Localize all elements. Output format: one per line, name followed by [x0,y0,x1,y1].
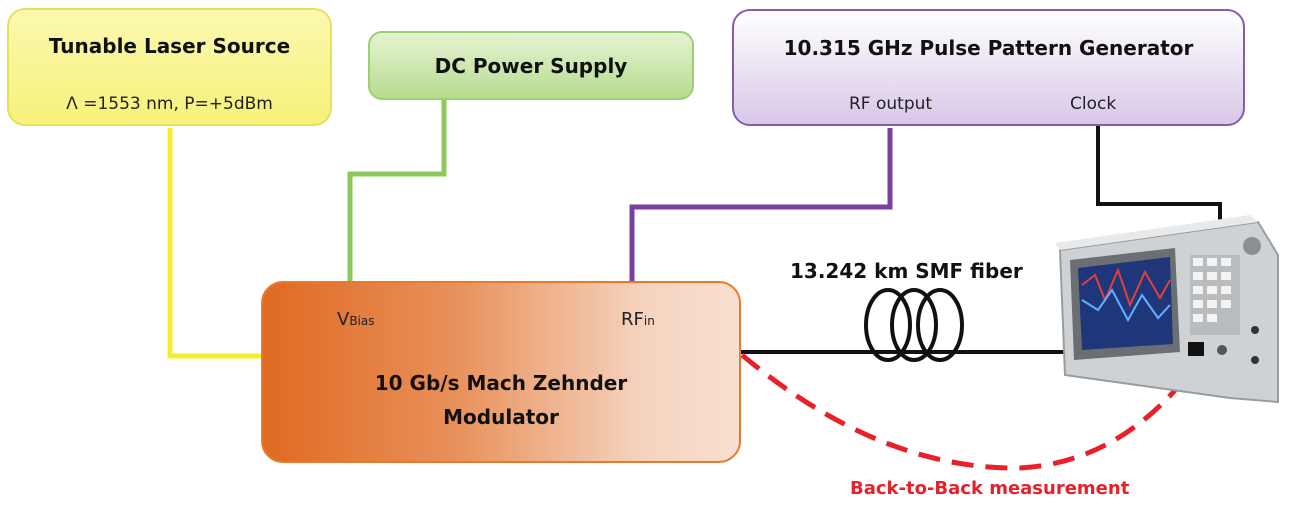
rfin-main: RF [621,309,644,330]
rf-output-label: RF output [849,94,933,114]
fiber-label: 13.242 km SMF fiber [790,259,1023,283]
rfin-label: RFin [621,309,655,330]
back-to-back-label: Back-to-Back measurement [850,478,1130,499]
vbias-label: VBias [337,309,375,330]
laser-params: Λ =1553 nm, P=+5dBm [66,94,273,114]
fiber-coil-icon [864,288,964,362]
dc-power-supply-box: DC Power Supply [368,31,694,100]
tunable-laser-source-box: Tunable Laser Source Λ =1553 nm, P=+5dBm [7,8,332,126]
dc-title: DC Power Supply [434,54,628,78]
modulator-title-line1: 10 Gb/s Mach Zehnder [374,371,628,395]
dc-to-vbias-wire [347,100,447,282]
oscilloscope-icon [1055,215,1279,404]
clock-label: Clock [1070,94,1117,114]
mach-zehnder-modulator-box: VBias RFin 10 Gb/s Mach Zehnder Modulato… [261,281,741,463]
pulse-pattern-generator-box: 10.315 GHz Pulse Pattern Generator RF ou… [732,9,1245,126]
laser-to-modulator-wire [167,128,262,359]
modulator-title-line2: Modulator [443,405,559,429]
back-to-back-path [740,350,1208,471]
vbias-subscript: Bias [349,314,375,328]
vbias-main: V [337,309,350,330]
laser-title: Tunable Laser Source [48,34,291,58]
rfin-subscript: in [643,314,655,328]
ppg-title: 10.315 GHz Pulse Pattern Generator [783,36,1194,60]
rf-output-to-rfin-wire [629,128,893,282]
